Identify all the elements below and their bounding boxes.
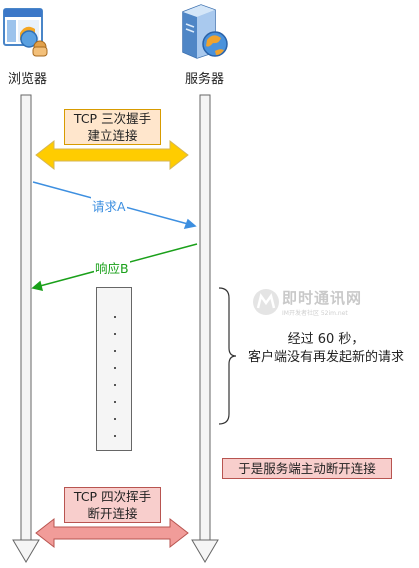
server-close-note: 于是服务端主动断开连接 [222,458,392,479]
idle-period-box [96,287,132,451]
ellipsis-dot [114,384,116,386]
wave-line1: TCP 四次挥手 [73,489,152,504]
ellipsis-dot [114,367,116,369]
server-globe-icon [175,2,231,60]
handshake-line1: TCP 三次握手 [73,111,152,126]
ellipsis-dot [114,401,116,403]
idle-line2: 客户端没有再发起新的请求 [247,350,404,365]
watermark-title: 即时通讯网 [282,289,363,307]
watermark: 即时通讯网 IM开发者社区 52im.net [252,286,402,322]
server-lifeline [191,94,219,563]
ellipsis-dot [114,435,116,437]
watermark-logo-icon [253,289,279,315]
wave-line2: 断开连接 [87,506,138,521]
idle-explanation: 经过 60 秒， 客户端没有再发起新的请求 [236,331,416,367]
response-label: 响应B [94,258,130,277]
actor-label-server: 服务器 [185,72,225,87]
wave-note: TCP 四次挥手断开连接 [64,487,161,523]
server-close-text: 于是服务端主动断开连接 [238,461,376,476]
ellipsis-dot [114,418,116,420]
ellipsis-dot [114,350,116,352]
ellipsis-dot [114,316,116,318]
browser-window-icon [2,3,48,57]
watermark-subtitle: IM开发者社区 52im.net [282,310,348,317]
idle-line1: 经过 60 秒， [287,332,365,347]
actor-label-browser: 浏览器 [8,72,48,87]
browser-lifeline [12,94,40,563]
request-label: 请求A [91,196,127,215]
handshake-line2: 建立连接 [87,128,138,143]
handshake-note: TCP 三次握手建立连接 [64,109,161,145]
ellipsis-dot [114,333,116,335]
